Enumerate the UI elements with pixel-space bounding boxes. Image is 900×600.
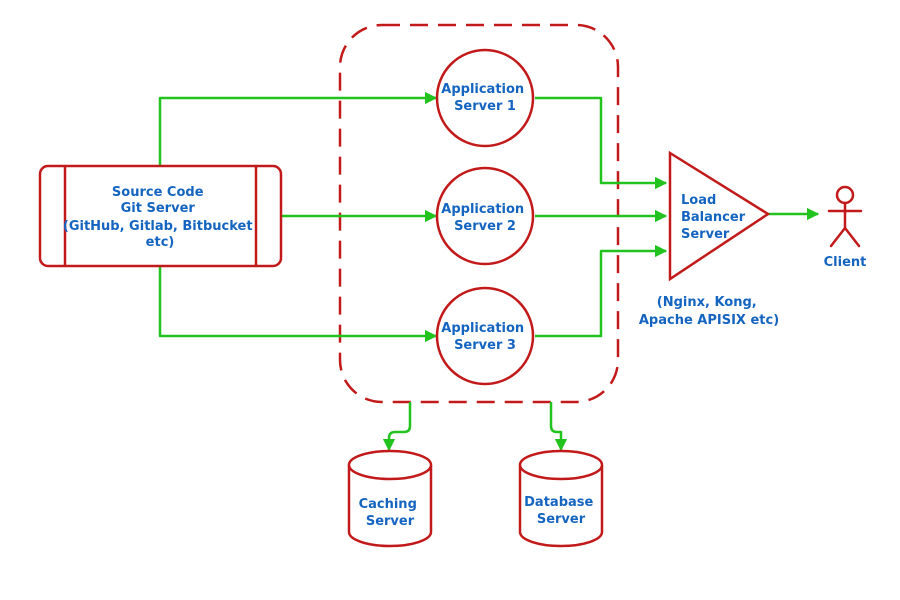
svg-text:Application Server 2: Application Server 2 <box>441 202 528 234</box>
app3-label-line-1: Application <box>441 321 524 336</box>
application-server-2: Application Server 2 <box>435 166 535 266</box>
app3-label-line-2: Server 3 <box>454 338 516 353</box>
svg-text:Application Server 1: Application Server 1 <box>441 82 528 114</box>
app1-label-line-1: Application <box>441 82 524 97</box>
load-balancer-server: Load Balancer Server <box>668 150 771 282</box>
app2-label-line-1: Application <box>441 202 524 217</box>
app1-label-line-2: Server 1 <box>454 99 516 114</box>
svg-text:Caching Server: Caching Server <box>359 497 422 529</box>
client-label: Client <box>824 255 867 270</box>
app2-label-line-2: Server 2 <box>454 219 516 234</box>
svg-text:Load Balancer Serv: Load Balancer Server <box>681 193 750 242</box>
arrow-source-to-app3 <box>158 266 438 343</box>
arrow-app1-to-lb <box>535 96 668 190</box>
caching-label-line-2: Server <box>366 514 415 529</box>
source-label-line-4: etc) <box>146 235 175 250</box>
lb-note-line-1: (Nginx, Kong, <box>657 295 757 310</box>
database-label-line-2: Server <box>537 512 586 527</box>
svg-text:Database Server: Database Server <box>524 495 598 527</box>
lb-label-line-1: Load <box>681 193 716 208</box>
svg-text:Source Code Git Server: Source Code Git Server (GitHub, Gitlab, … <box>63 185 257 250</box>
svg-text:Application Server 3: Application Server 3 <box>441 321 528 353</box>
caching-server: Caching Server <box>347 449 433 548</box>
app-server-cluster <box>338 23 620 404</box>
database-label-line-1: Database <box>524 495 593 510</box>
database-server: Database Server <box>518 449 604 548</box>
arrow-cluster-to-database <box>549 402 568 452</box>
arrow-source-to-app1 <box>158 91 438 166</box>
client-user-icon <box>827 185 863 248</box>
source-label-line-1: Source Code <box>112 185 204 200</box>
source-label-line-2: Git Server <box>121 201 196 216</box>
source-code-server: Source Code Git Server (GitHub, Gitlab, … <box>38 164 283 268</box>
load-balancer-note: (Nginx, Kong, Apache APISIX etc) <box>639 295 779 328</box>
application-server-3: Application Server 3 <box>435 286 535 386</box>
lb-label-line-2: Balancer <box>681 210 746 225</box>
lb-label-line-3: Server <box>681 227 730 242</box>
lb-note-line-2: Apache APISIX etc) <box>639 313 779 328</box>
application-server-1: Application Server 1 <box>435 48 535 148</box>
arrow-app3-to-lb <box>535 244 668 338</box>
caching-label-line-1: Caching <box>359 497 417 512</box>
arrow-cluster-to-caching <box>382 402 412 452</box>
source-label-line-3: (GitHub, Gitlab, Bitbucket <box>63 219 253 234</box>
